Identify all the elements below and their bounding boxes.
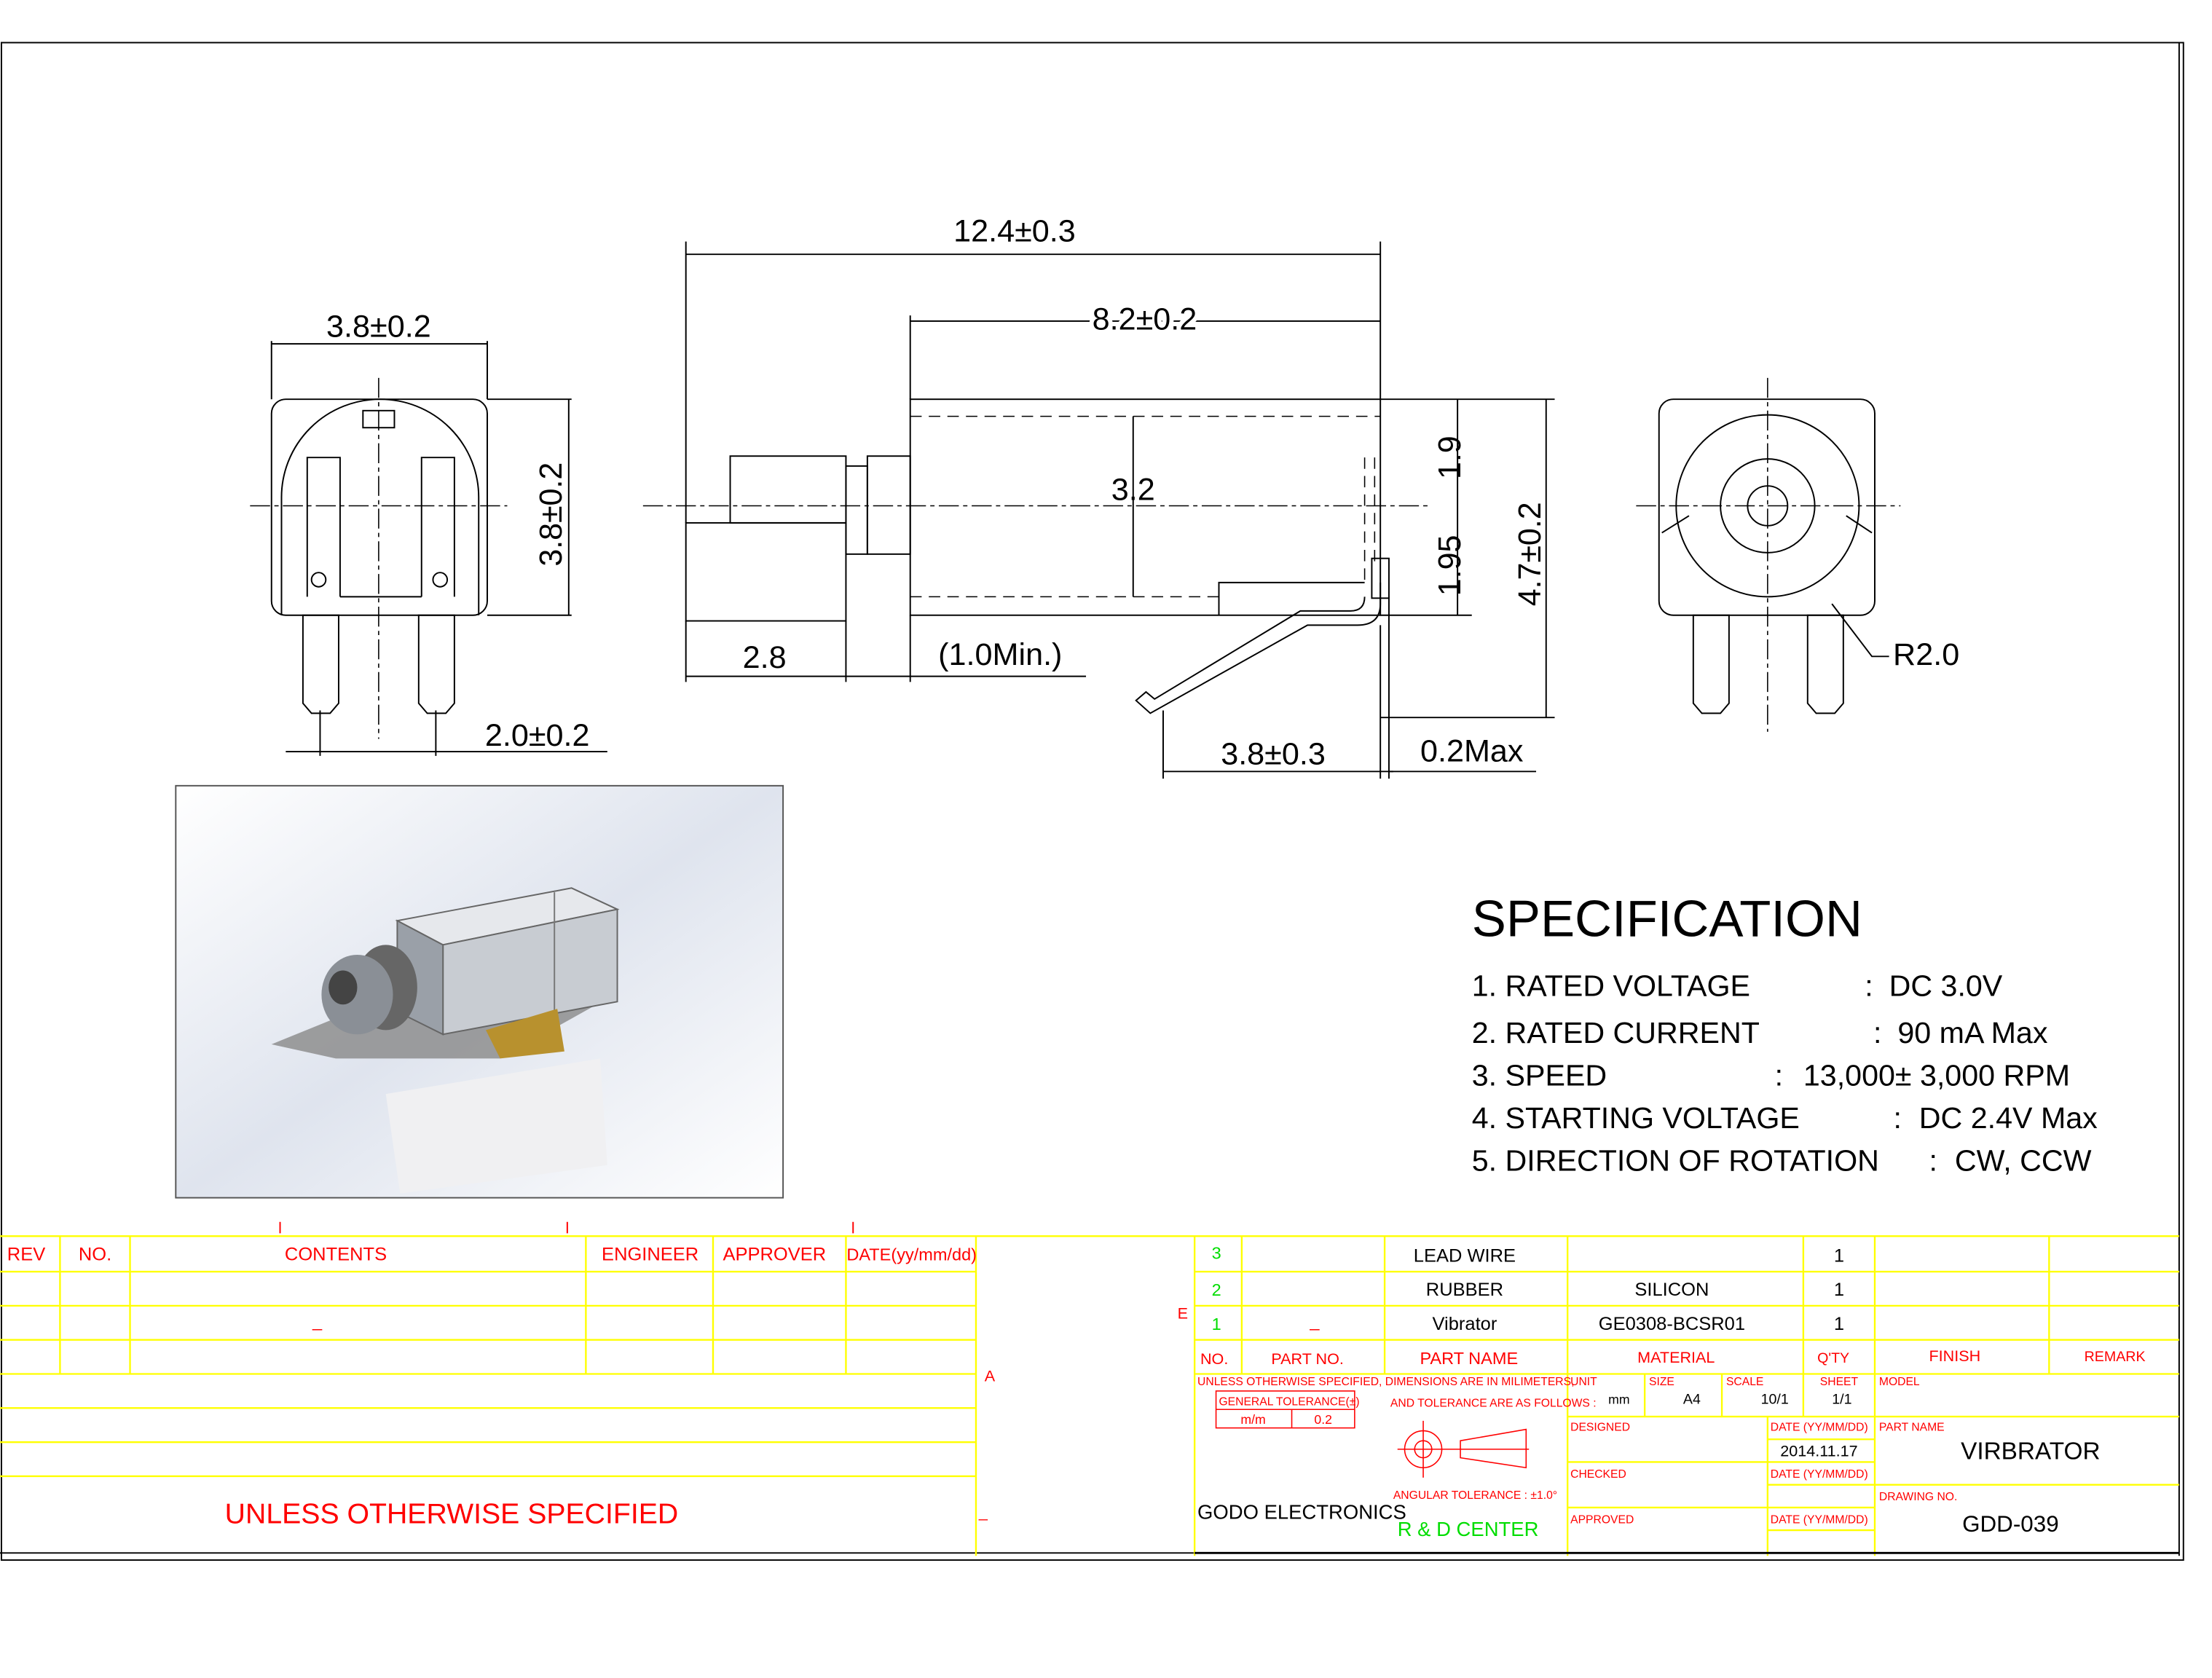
header-no: NO. [1200,1350,1228,1368]
header-finish: FINISH [1929,1347,1980,1365]
dim-radius: R2.0 [1893,637,1959,672]
part-row-name: RUBBER [1426,1280,1503,1300]
dim-overall-height: 4.7±0.2 [1513,502,1548,606]
model-label: MODEL [1879,1376,1920,1388]
spec-label: 5. DIRECTION OF ROTATION [1472,1144,1879,1178]
tolerance-value: 0.2 [1314,1412,1332,1427]
header-approver: APPROVER [723,1245,827,1265]
sheet-label: SHEET [1820,1376,1859,1388]
header-contents: CONTENTS [285,1245,387,1265]
dim-gap: (1.0Min.) [938,637,1062,672]
header-material: MATERIAL [1637,1349,1715,1366]
date-label: DATE (YY/MM/DD) [1771,1422,1868,1434]
part-row-qty: 1 [1834,1280,1844,1300]
rear-view: R2.0 [1636,377,1959,732]
part-row-material: GE0308-BCSR01 [1599,1314,1745,1334]
general-note: UNLESS OTHERWISE SPECIFIED, DIMENSIONS A… [1197,1376,1574,1388]
title-block: UNLESS OTHERWISE SPECIFIED, DIMENSIONS A… [1194,1374,2179,1556]
side-view: 12.4±0.3 8.2±0.2 3.2 1.9 1.95 4.7±0.2 2.… [642,214,1555,779]
parts-table: 3 LEAD WIRE 1 2 RUBBER SILICON 1 1 _ Vib… [1194,1236,2179,1556]
front-view: 3.8±0.2 3.8±0.2 2.0±0.2 [250,309,607,756]
designed-date: 2014.11.17 [1780,1443,1857,1460]
unit-value: mm [1608,1393,1629,1407]
spec-label: 4. STARTING VOLTAGE [1472,1101,1800,1135]
unless-otherwise-note: UNLESS OTHERWISE SPECIFIED [225,1498,679,1529]
spec-value: 90 mA Max [1897,1016,2048,1049]
tolerance-unit: m/m [1240,1412,1265,1427]
dim-body-length: 8.2±0.2 [1093,302,1197,337]
dim-overall-length: 12.4±0.3 [953,214,1076,249]
dim-front-height: 3.8±0.2 [534,462,569,567]
spec-sep: : [1873,1016,1881,1049]
part-row-no: 1 [1212,1315,1221,1334]
drawing-no-label: DRAWING NO. [1879,1491,1957,1503]
spec-sep: : [1865,969,1873,1003]
general-tolerance-label: GENERAL TOLERANCE(±) [1219,1395,1359,1408]
approved-label: APPROVED [1570,1513,1634,1526]
projection-symbol-icon [1397,1420,1530,1478]
tolerance-note: AND TOLERANCE ARE AS FOLLOWS : [1390,1397,1597,1409]
side-mark: _ [978,1504,988,1521]
size-label: SIZE [1649,1376,1674,1388]
side-mark: E [1178,1304,1188,1322]
header-qty: Q'TY [1817,1350,1849,1366]
part-row-name: LEAD WIRE [1414,1245,1516,1266]
spec-value: CW, CCW [1955,1144,2092,1178]
spec-label: 2. RATED CURRENT [1472,1016,1760,1049]
size-value: A4 [1683,1392,1701,1408]
spec-label: 1. RATED VOLTAGE [1472,969,1750,1003]
part-row-part-no: _ [1309,1312,1320,1331]
part-row-no: 3 [1212,1244,1221,1263]
side-mark: A [985,1367,996,1384]
part-row-material: SILICON [1634,1280,1709,1300]
scale-value: 10/1 [1761,1392,1789,1408]
sheet-border [0,42,2184,1561]
drawing-no-value: GDD-039 [1962,1511,2059,1537]
revision-table: REV NO. CONTENTS ENGINEER APPROVER DATE(… [0,1221,2179,1556]
sheet-value: 1/1 [1832,1392,1851,1408]
spec-value: 13,000± 3,000 RPM [1803,1059,2070,1092]
company-name: GODO ELECTRONICS [1197,1501,1406,1524]
dim-bottom-offset: 1.95 [1433,535,1468,596]
spec-value: DC 2.4V Max [1919,1101,2098,1135]
date-label: DATE (YY/MM/DD) [1771,1468,1868,1481]
part-name-label: PART NAME [1879,1422,1945,1434]
department-name: R & D CENTER [1398,1518,1539,1540]
spec-sep: : [1775,1059,1783,1092]
part-row-qty: 1 [1834,1245,1844,1266]
part-row-qty: 1 [1834,1314,1844,1334]
header-part-no: PART NO. [1271,1350,1344,1368]
dim-lead-length: 3.8±0.3 [1221,737,1326,772]
date-label: DATE (YY/MM/DD) [1771,1513,1868,1526]
specification-title: SPECIFICATION [1472,890,1862,948]
angular-tolerance: ANGULAR TOLERANCE : ±1.0° [1393,1489,1557,1502]
contents-dash: _ [312,1312,323,1331]
checked-label: CHECKED [1570,1468,1626,1481]
header-date: DATE(yy/mm/dd) [846,1245,977,1264]
spec-label: 3. SPEED [1472,1059,1607,1092]
header-engineer: ENGINEER [602,1245,698,1265]
specification-block: SPECIFICATION 1. RATED VOLTAGE : DC 3.0V… [1472,890,2098,1178]
spec-value: DC 3.0V [1889,969,2003,1003]
spec-sep: : [1893,1101,1901,1135]
dim-weight-length: 2.8 [743,640,787,675]
header-part-name: PART NAME [1420,1349,1518,1368]
dim-shaft-center: 3.2 [1111,473,1155,508]
spec-sep: : [1929,1144,1937,1178]
scale-label: SCALE [1726,1376,1763,1388]
part-name-value: VIRBRATOR [1961,1438,2100,1465]
dim-top-offset: 1.9 [1433,436,1468,479]
header-rev: REV [7,1245,45,1265]
header-remark: REMARK [2085,1349,2146,1365]
unit-label: UNIT [1570,1376,1597,1388]
dim-pin-pitch: 2.0±0.2 [485,718,590,753]
designed-label: DESIGNED [1570,1422,1630,1434]
part-row-name: Vibrator [1433,1314,1497,1334]
dim-front-width: 3.8±0.2 [326,309,431,344]
3d-render-image [175,784,784,1199]
dim-lead-thickness: 0.2Max [1420,734,1524,769]
part-row-no: 2 [1212,1280,1221,1299]
header-no: NO. [79,1245,111,1265]
